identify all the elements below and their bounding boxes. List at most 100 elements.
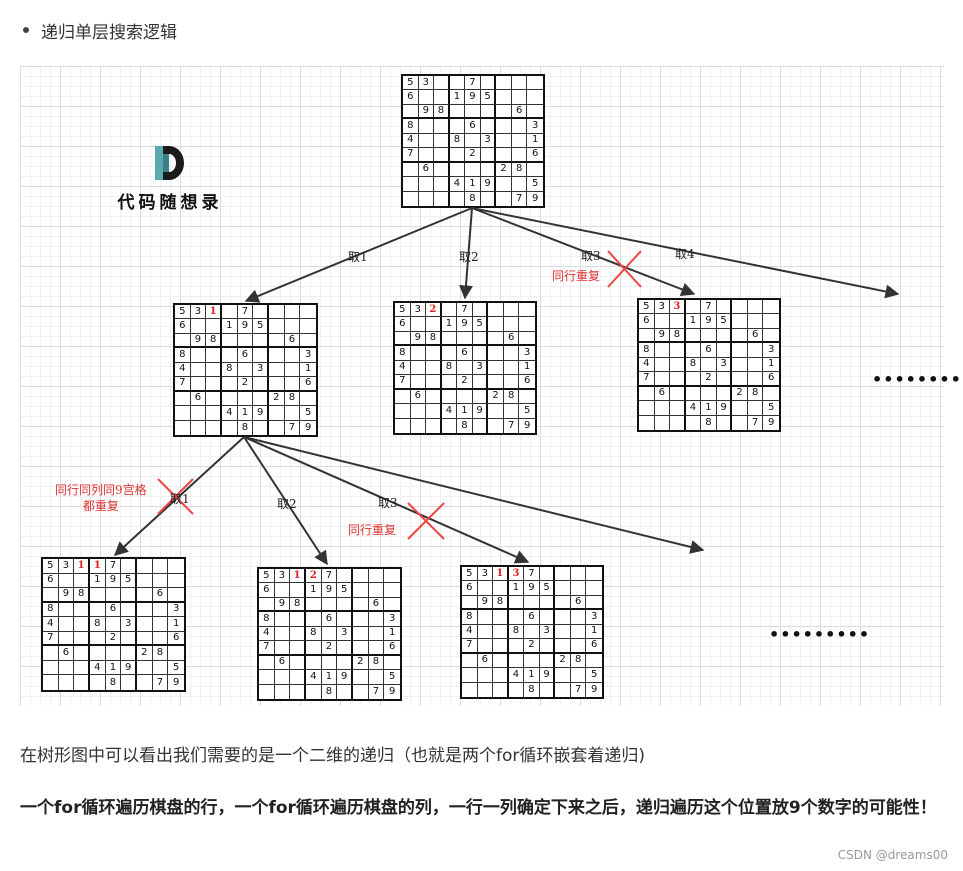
sudoku-cell	[222, 420, 238, 435]
sudoku-cell	[555, 567, 571, 582]
sudoku-cell	[222, 391, 238, 407]
sudoku-cell: 1	[384, 627, 400, 642]
sudoku-cell	[480, 148, 497, 163]
sudoku-cell	[253, 420, 269, 435]
sudoku-cell: 4	[449, 177, 466, 192]
sudoku-cell	[747, 401, 764, 416]
sudoku-cell	[434, 148, 450, 163]
sudoku-cell: 6	[384, 641, 400, 656]
sudoku-cell: 9	[591, 683, 598, 695]
sudoku-cell	[508, 639, 525, 654]
sudoku-cell	[655, 415, 671, 430]
sudoku-cell	[685, 386, 702, 402]
paragraph-loop-explanation: 一个for循环遍历棋盘的行，一个for循环遍历棋盘的列，一行一列确定下来之后，递…	[20, 798, 937, 818]
sudoku-cell	[121, 631, 137, 647]
sudoku-cell	[121, 559, 137, 574]
sudoku-cell	[90, 646, 106, 661]
sudoku-cell	[168, 574, 184, 589]
sudoku-cell	[368, 583, 385, 598]
sudoku-cell: 6	[527, 148, 543, 163]
sudoku-cell	[353, 597, 369, 613]
sudoku-cell	[353, 626, 369, 642]
sudoku-cell: 7	[701, 300, 717, 315]
sudoku-cell	[58, 602, 75, 618]
sudoku-cell	[403, 162, 419, 178]
sudoku-cell	[410, 375, 427, 390]
sudoku-cell	[503, 317, 520, 332]
sudoku-cell: 7	[395, 375, 411, 390]
sudoku-cell: 4	[175, 362, 191, 378]
sudoku-cell: 8	[508, 624, 525, 640]
sudoku-cell	[732, 372, 748, 387]
sudoku-cell	[418, 177, 435, 192]
sudoku-cell	[403, 177, 419, 192]
sudoku-cell	[465, 104, 481, 120]
edge-label-l1-take4: 取4	[675, 247, 695, 261]
sudoku-cell: 6	[654, 386, 671, 402]
sudoku-cell: 8	[74, 588, 90, 603]
sudoku-cell	[275, 684, 291, 699]
watermark: CSDN @dreams00	[837, 848, 948, 862]
sudoku-cell: 6	[168, 632, 184, 647]
sudoku-cell: 6	[403, 90, 419, 105]
sudoku-cell	[527, 90, 543, 105]
sudoku-cell: 1	[524, 668, 540, 683]
sudoku-cell	[511, 119, 528, 134]
sudoku-cell: 6	[300, 377, 316, 392]
sudoku-cell	[555, 581, 571, 596]
sudoku-cell: 3	[477, 567, 494, 582]
sudoku-cell	[284, 362, 301, 378]
edge-label-l1-take3: 取3	[581, 249, 601, 263]
sudoku-cell: 6	[457, 346, 473, 361]
sudoku-cell	[152, 602, 169, 618]
sudoku-cell: 2	[701, 372, 717, 387]
sudoku-cell	[717, 415, 733, 430]
sudoku-cell	[175, 406, 191, 421]
sudoku-cell	[137, 602, 153, 618]
sudoku-cell	[274, 612, 291, 627]
sudoku-cell: 1	[465, 177, 481, 192]
sudoku-cell: 5	[300, 406, 316, 421]
sudoku-cell: 4	[43, 617, 59, 632]
sudoku-cell: 5	[472, 317, 489, 332]
sudoku-cell: 8	[503, 389, 520, 405]
sudoku-cell	[519, 390, 535, 405]
heading-bullet: 递归单层搜索逻辑	[20, 18, 177, 43]
sudoku-cell	[410, 360, 427, 376]
sudoku-cell	[253, 333, 269, 349]
sudoku-cell: 9	[121, 660, 137, 676]
sudoku-cell	[90, 588, 106, 603]
sudoku-cell	[555, 682, 571, 697]
sudoku-cell	[449, 162, 466, 178]
sudoku-cell	[137, 573, 153, 589]
sudoku-cell: 3	[654, 300, 671, 315]
sudoku-cell	[105, 588, 122, 603]
sudoku-cell	[477, 610, 494, 625]
sudoku-cell	[253, 377, 269, 392]
sudoku-cell	[686, 415, 702, 430]
sudoku-cell: 3	[190, 305, 207, 320]
sudoku-cell	[732, 415, 748, 430]
sudoku-cell: 8	[259, 612, 275, 627]
sudoku-cell	[274, 583, 291, 598]
sudoku-cell: 8	[570, 653, 587, 669]
sudoku-cell-filled: 1	[90, 559, 106, 574]
sudoku-cell	[639, 401, 655, 416]
sudoku-cell	[747, 357, 764, 373]
sudoku-cell	[457, 360, 473, 376]
sudoku-cell	[527, 163, 543, 178]
sudoku-cell	[555, 639, 571, 654]
sudoku-cell	[368, 641, 385, 656]
sudoku-cell	[290, 684, 306, 699]
sudoku-cell	[639, 328, 655, 344]
sudoku-cell	[269, 305, 285, 320]
sudoku-cell: 2	[555, 653, 571, 669]
sudoku-cell	[511, 76, 528, 91]
sudoku-cell	[74, 617, 90, 632]
sudoku-cell	[472, 331, 489, 347]
sudoku-cell	[190, 406, 207, 421]
sudoku-cell	[58, 617, 75, 632]
sudoku-cell: 3	[253, 362, 269, 378]
